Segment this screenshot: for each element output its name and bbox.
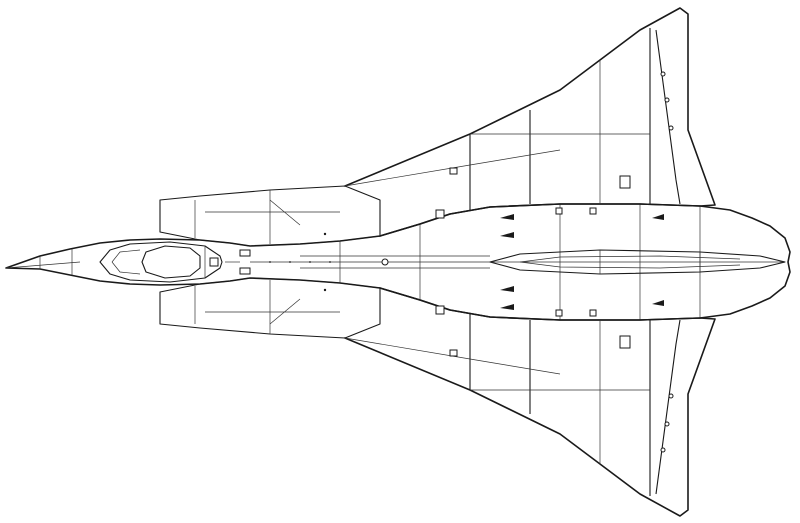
forward-equipment: [225, 232, 327, 292]
lower-wing: [344, 287, 716, 517]
lower-vents: [435, 286, 664, 317]
tail-fairing: [489, 249, 786, 275]
canopy: [99, 241, 223, 283]
upper-wing: [344, 7, 716, 237]
upper-vents: [435, 207, 664, 238]
fuselage: [5, 203, 791, 321]
left-air-intake: [159, 185, 381, 247]
right-air-intake: [159, 277, 381, 339]
